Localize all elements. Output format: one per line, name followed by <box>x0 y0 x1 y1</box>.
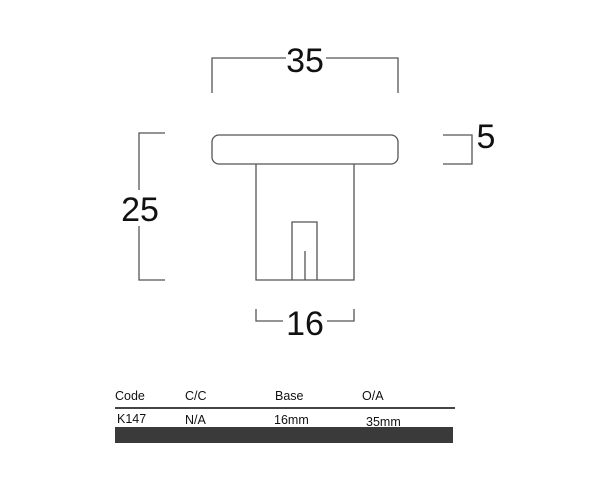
table-footer-bar <box>115 427 453 443</box>
cell-oa: 35mm <box>366 415 401 429</box>
header-base: Base <box>275 389 304 403</box>
knob-slot <box>291 221 318 280</box>
knob-cap <box>211 134 399 165</box>
header-cc: C/C <box>185 389 207 403</box>
header-code: Code <box>115 389 145 403</box>
cell-base: 16mm <box>274 413 309 427</box>
cap-dimension-line <box>443 134 473 165</box>
height-label: 25 <box>121 191 159 229</box>
cap-label: 5 <box>477 118 496 156</box>
cell-cc: N/A <box>185 413 206 427</box>
table-divider <box>115 407 455 409</box>
base-label: 16 <box>286 305 324 343</box>
width-label: 35 <box>286 42 324 80</box>
cell-code: K147 <box>117 412 147 426</box>
header-oa: O/A <box>362 389 384 403</box>
